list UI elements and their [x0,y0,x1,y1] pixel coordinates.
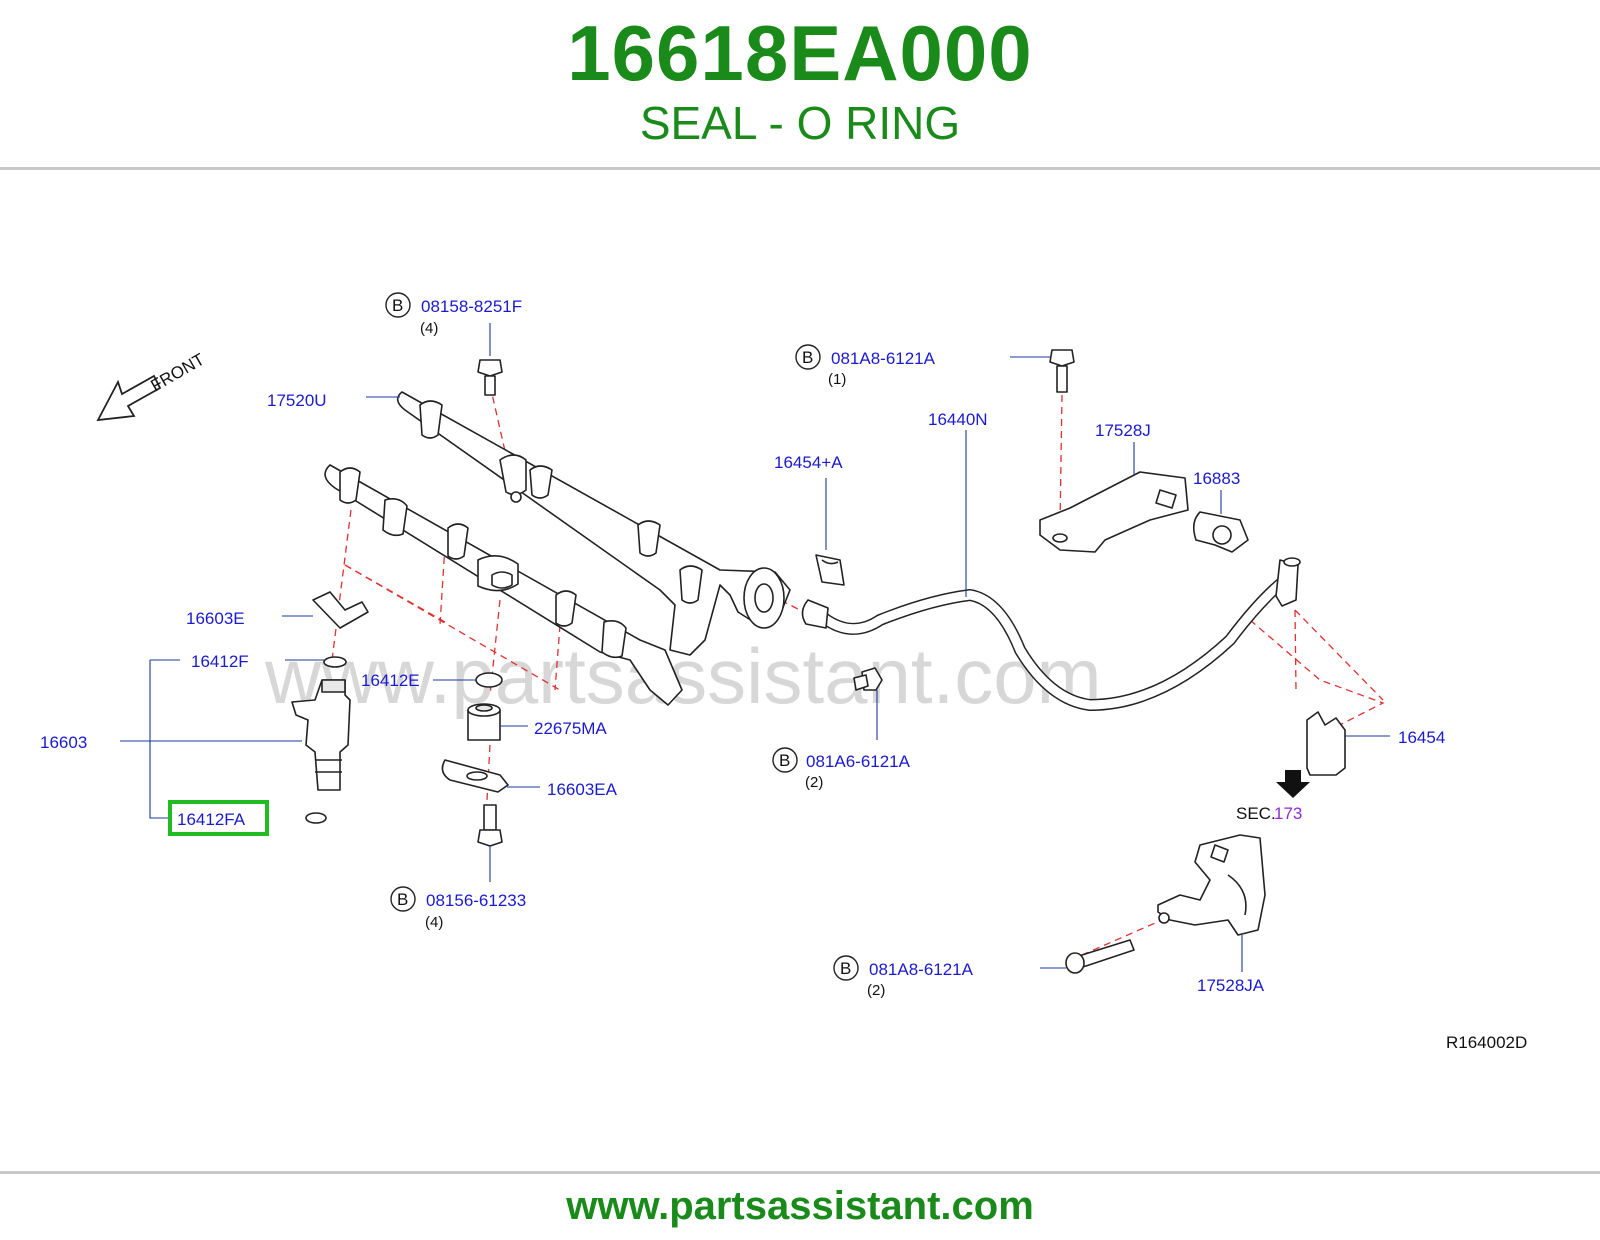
part-name-subtitle: SEAL - O RING [639,97,961,149]
bolt-callout-3: B 081A6-6121A (2) [772,747,911,791]
bolt-marker: B [392,296,403,315]
part-number-title: 16618EA000 [567,9,1033,97]
label-16603EA[interactable]: 16603EA [547,780,618,799]
bolt-1-part[interactable]: 08158-8251F [421,297,522,316]
footer-divider [0,1171,1600,1174]
label-16883[interactable]: 16883 [1193,469,1240,488]
bolt-callout-2: B 081A8-6121A (1) [795,344,936,388]
bolt-4-qty: (4) [425,914,443,931]
bolt-callout-5: B 081A8-6121A (2) [833,955,974,999]
injector-assembly [291,591,369,824]
bolt-marker: B [779,751,790,770]
footer-url[interactable]: www.partsassistant.com [566,1184,1034,1228]
sec-prefix: SEC. [1236,804,1276,823]
bolt-3-qty: (2) [805,774,823,791]
label-16412F[interactable]: 16412F [191,652,249,671]
bolt-2-qty: (1) [828,371,846,388]
bolt-2-part[interactable]: 081A8-6121A [831,349,936,368]
bolt-marker: B [397,890,408,909]
label-16603[interactable]: 16603 [40,733,87,752]
label-17528JA[interactable]: 17528JA [1197,976,1265,995]
center-parts [441,359,509,847]
bracket-lower [1065,834,1266,974]
fuel-rail-upper [396,391,791,656]
fuel-hose [801,554,1301,711]
label-22675MA[interactable]: 22675MA [534,719,607,738]
label-16454[interactable]: 16454 [1398,728,1445,747]
label-16412E[interactable]: 16412E [361,671,420,690]
down-arrow-icon [1276,770,1310,798]
label-16440N[interactable]: 16440N [928,410,988,429]
bolt-3-part[interactable]: 081A6-6121A [806,752,911,771]
label-16412FA[interactable]: 16412FA [177,810,246,829]
clip-16454 [1306,711,1346,776]
front-label: FRONT [148,350,208,396]
leader-lines [120,323,1390,972]
label-16603E[interactable]: 16603E [186,609,245,628]
diagram-ref: R164002D [1446,1033,1527,1052]
bolt-4-part[interactable]: 08156-61233 [426,891,526,910]
highlight-box [168,800,269,836]
bolt-callout-4: B 08156-61233 (4) [390,886,526,931]
fuel-rail-lower [324,464,683,706]
bolt-5-part[interactable]: 081A8-6121A [869,960,974,979]
bolt-marker: B [802,348,813,367]
bracket-upper [1039,349,1249,553]
bolt-1-qty: (4) [420,320,438,337]
bolt-marker: B [840,959,851,978]
label-17520U[interactable]: 17520U [267,391,327,410]
label-16454A[interactable]: 16454+A [774,453,843,472]
front-arrow-icon: FRONT [96,350,208,422]
bolt-5-qty: (2) [867,982,885,999]
bolt-081a6 [853,667,883,691]
bolt-callout-1: B 08158-8251F (4) [385,292,522,337]
sec-link[interactable]: 173 [1274,804,1302,823]
label-17528J[interactable]: 17528J [1095,421,1151,440]
header-divider [0,167,1600,170]
